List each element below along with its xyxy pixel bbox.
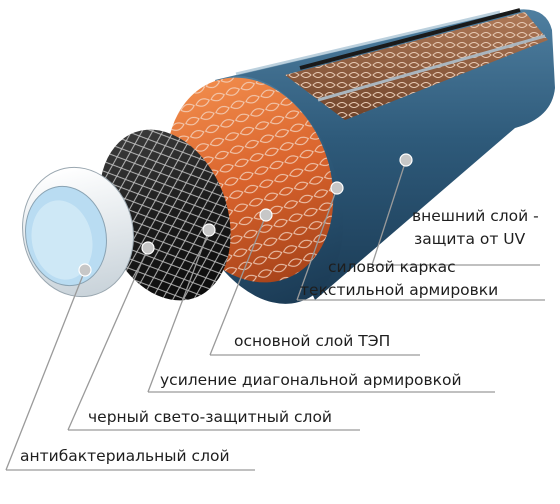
- label-underlines: [6, 264, 545, 471]
- pointer-dots: [78, 153, 413, 277]
- label-frame-line2: текстильной армировки: [300, 281, 499, 299]
- label-tpe: основной слой ТЭП: [234, 332, 391, 350]
- dot-diagonal: [202, 223, 216, 237]
- label-diagonal: усиление диагональной армировкой: [160, 371, 462, 389]
- black-layer: [99, 129, 231, 301]
- dot-frame: [330, 181, 344, 195]
- textile-frame-layer: [285, 8, 548, 120]
- dot-outer: [399, 153, 413, 167]
- dot-tpe: [259, 208, 273, 222]
- label-frame-line1: силовой каркас: [328, 258, 456, 276]
- dot-black: [141, 241, 155, 255]
- pointer-lines: [5, 159, 407, 471]
- label-antibac: антибактериальный слой: [20, 447, 230, 465]
- dot-antibac: [78, 263, 92, 277]
- label-outer-line1: внешний слой -: [412, 207, 539, 225]
- label-outer-line2: защита от UV: [414, 230, 526, 248]
- label-black: черный свето-защитный слой: [88, 408, 333, 426]
- antibacterial-layer: [22, 166, 134, 298]
